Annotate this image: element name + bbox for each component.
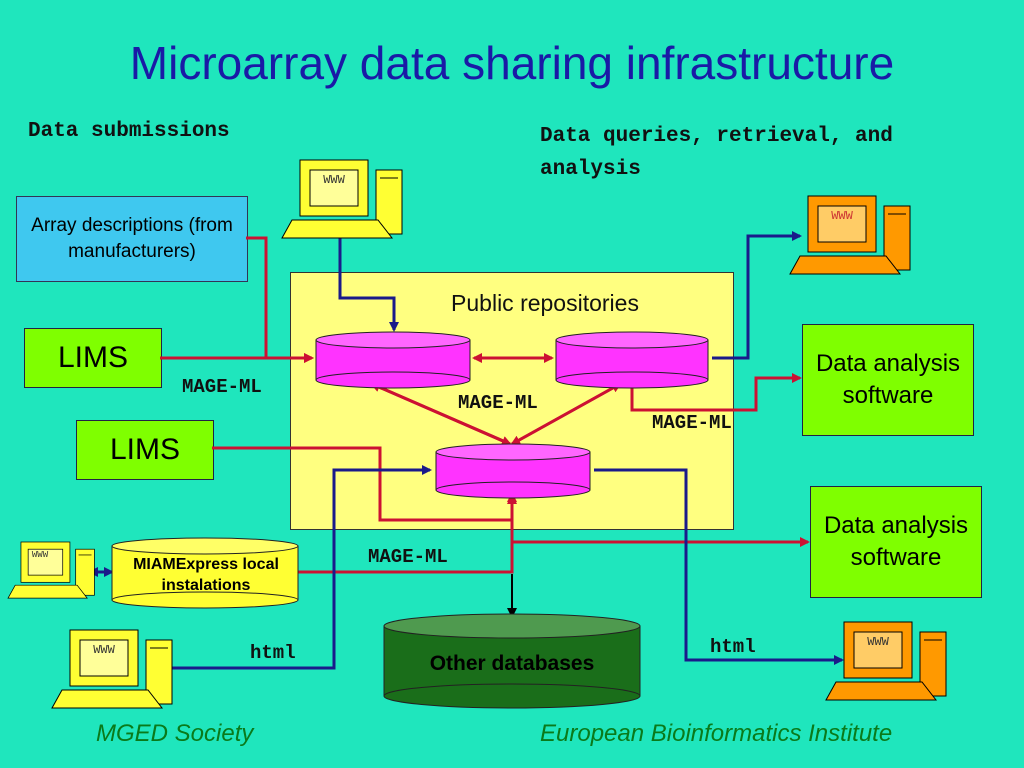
lims-box-1: LIMS xyxy=(24,328,162,388)
page-title: Microarray data sharing infrastructure xyxy=(129,37,895,89)
www-label: WWW xyxy=(867,635,889,649)
other-databases-cylinder xyxy=(383,613,641,709)
html-label-1: html xyxy=(250,642,296,664)
mageml-label-4: MAGE-ML xyxy=(368,546,448,568)
miamexpress-to-db3-arrow xyxy=(298,494,517,574)
public-repositories-label: Public repositories xyxy=(451,290,639,316)
data-queries-heading: Data queries, retrieval, and analysis xyxy=(540,125,893,181)
footer-ebi: European Bioinformatics Institute xyxy=(540,720,893,747)
other-databases-label: Other databases xyxy=(429,652,595,675)
db2-to-das1-arrow xyxy=(630,373,802,412)
www-label: WWW xyxy=(93,643,115,657)
computer-icon xyxy=(51,629,173,709)
repository-db-3 xyxy=(435,443,591,499)
www-label: WWW xyxy=(323,173,345,187)
data-analysis-software-label-2: Data analysis software xyxy=(823,512,969,571)
mageml-label-2: MAGE-ML xyxy=(458,392,538,414)
mageml-label-1: MAGE-ML xyxy=(182,376,262,398)
lims-label-1: LIMS xyxy=(57,341,129,374)
repository-db-1 xyxy=(315,331,471,389)
computer-icon xyxy=(7,541,95,599)
db3-to-db1-arrow xyxy=(370,382,511,446)
red-connectors xyxy=(160,236,810,574)
data-analysis-software-box-1: Data analysis software xyxy=(802,324,974,436)
db2-to-www-right-arrow xyxy=(712,231,802,360)
array-descriptions-box: Array descriptions (from manufacturers) xyxy=(16,196,248,282)
html-label-2: html xyxy=(710,636,756,658)
array-descriptions-label: Array descriptions (from manufacturers) xyxy=(31,215,233,262)
db3-to-das2-arrow xyxy=(510,494,810,547)
mageml-label-3: MAGE-ML xyxy=(652,412,732,434)
footer-mged-society: MGED Society xyxy=(96,720,254,747)
array-to-db-arrow xyxy=(246,236,314,363)
lims-label-2: LIMS xyxy=(109,433,181,466)
computer-icon xyxy=(789,195,911,275)
db3-to-www-right-bottom-arrow xyxy=(594,468,844,665)
www-label: WWW xyxy=(831,209,853,223)
www-top-to-db1-arrow xyxy=(338,238,399,332)
computer-icon xyxy=(825,621,947,701)
db3-to-db2-arrow xyxy=(511,382,622,446)
repository-db-2 xyxy=(555,331,709,389)
www-left-bottom-to-db3-arrow xyxy=(172,465,432,670)
miamexpress-cylinder xyxy=(111,537,299,609)
data-analysis-software-label-1: Data analysis software xyxy=(815,350,961,409)
data-submissions-heading: Data submissions xyxy=(28,120,230,143)
lims-box-2: LIMS xyxy=(76,420,214,480)
miamexpress-label: MIAMExpress local instalations xyxy=(133,556,279,594)
computer-icon xyxy=(281,159,403,239)
www-label: WWW xyxy=(31,550,49,560)
data-analysis-software-box-2: Data analysis software xyxy=(810,486,982,598)
